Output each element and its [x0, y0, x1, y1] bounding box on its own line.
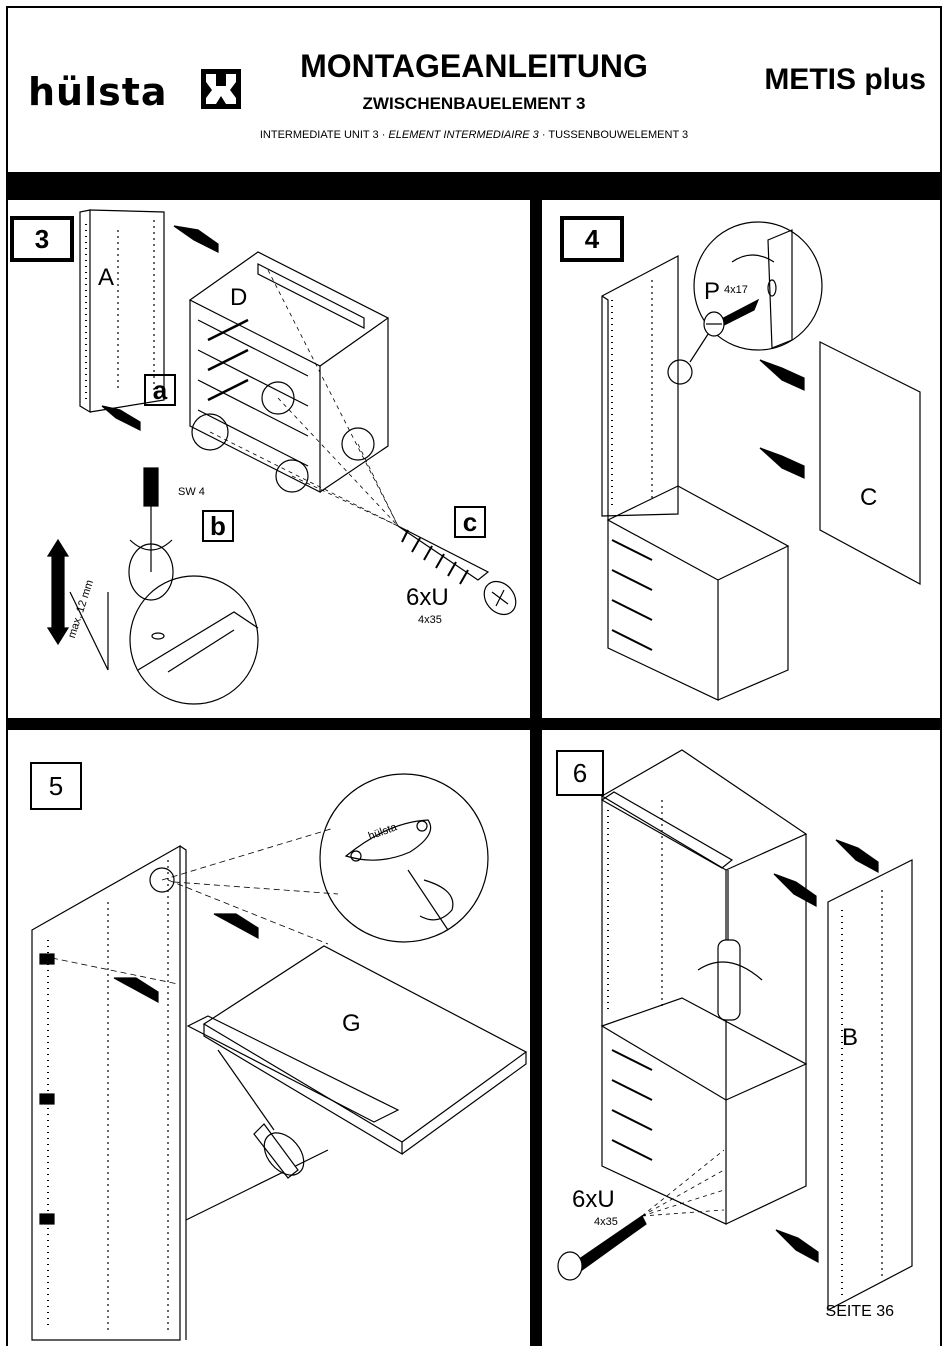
- step-4-illustration: [542, 200, 940, 718]
- translations: INTERMEDIATE UNIT 3 · ELEMENT INTERMEDIA…: [8, 129, 940, 141]
- step-5-illustration: [8, 730, 530, 1346]
- tool-size: SW 4: [178, 486, 205, 498]
- translation-en: INTERMEDIATE UNIT 3: [260, 129, 379, 141]
- screw-size-6: 4x35: [594, 1216, 618, 1228]
- step-5-panel: 5 G hülsta: [8, 730, 530, 1346]
- screw-label-p: P: [704, 278, 720, 306]
- page-subtitle: ZWISCHENBAUELEMENT 3: [8, 94, 940, 114]
- product-name: METIS plus: [764, 63, 926, 97]
- part-label-d: D: [230, 284, 247, 312]
- screw-quantity-6: 6xU: [572, 1186, 615, 1214]
- step-6-illustration: [542, 730, 940, 1346]
- part-label-c: C: [860, 484, 877, 512]
- part-label-b: B: [842, 1024, 858, 1052]
- header-band: [8, 172, 940, 200]
- screw-size: 4x35: [418, 614, 442, 626]
- page-number: SEITE 36: [826, 1303, 894, 1321]
- step-5-number: 5: [30, 762, 82, 810]
- step-3-number: 3: [10, 216, 74, 262]
- divider-horizontal: [8, 718, 940, 730]
- divider-vertical: [530, 200, 542, 1346]
- header: hülsta MONTAGEANLEITUNG ZWISCHENBAUELEME…: [8, 8, 940, 173]
- step-4-panel: 4 P 4x17 C: [542, 200, 940, 718]
- screw-size-p: 4x17: [724, 284, 748, 296]
- translation-nl: TUSSENBOUWELEMENT 3: [548, 129, 688, 141]
- part-label-g: G: [342, 1010, 361, 1038]
- part-label-a: A: [98, 264, 114, 292]
- label-b: b: [202, 510, 234, 542]
- label-a: a: [144, 374, 176, 406]
- step-3-illustration: [8, 200, 530, 718]
- step-6-number: 6: [556, 750, 604, 796]
- step-6-panel: 6 B 6xU 4x35: [542, 730, 940, 1346]
- translation-fr: ELEMENT INTERMEDIAIRE 3: [388, 129, 538, 141]
- screw-quantity: 6xU: [406, 584, 449, 612]
- step-3-panel: 3 A D a b c SW 4 max. 12 mm 6xU 4x35: [8, 200, 530, 718]
- label-c: c: [454, 506, 486, 538]
- step-4-number: 4: [560, 216, 624, 262]
